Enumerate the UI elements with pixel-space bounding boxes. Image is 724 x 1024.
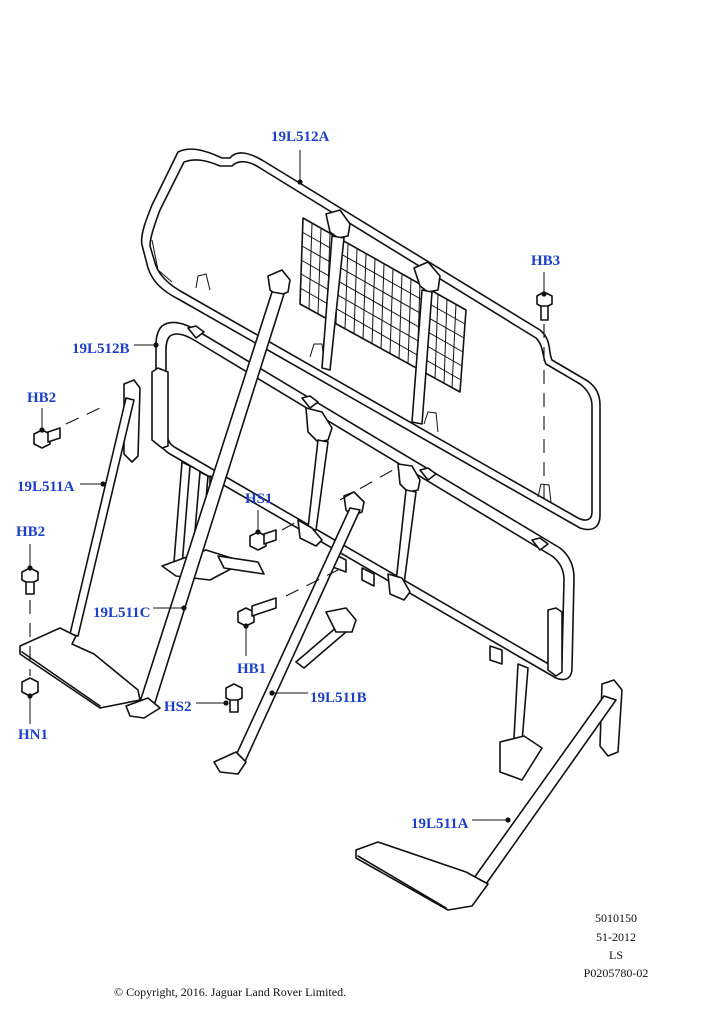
reference-code: 5010150 — [595, 911, 637, 925]
callout-HB3[interactable]: HB3 — [531, 253, 561, 269]
bolt-HB1 — [237, 597, 277, 627]
callout-19L512B[interactable]: 19L512B — [72, 341, 130, 357]
bolt-HB3 — [536, 291, 553, 321]
stay-19L511A-left — [19, 379, 141, 709]
callout-HB1[interactable]: HB1 — [237, 661, 267, 677]
screw-HS1 — [249, 529, 277, 551]
copyright-notice: © Copyright, 2016. Jaguar Land Rover Lim… — [114, 985, 347, 999]
callout-19L511B[interactable]: 19L511B — [310, 690, 367, 706]
nut-HN1 — [21, 677, 39, 697]
callout-19L511A-right[interactable]: 19L511A — [411, 816, 469, 832]
callout-HN1[interactable]: HN1 — [18, 727, 48, 743]
reference-initials: LS — [608, 948, 623, 962]
callout-19L511A-left[interactable]: 19L511A — [17, 479, 75, 495]
stay-19L511B — [213, 491, 365, 775]
guard-panel-19L512A — [140, 148, 601, 531]
callout-HB2-lower[interactable]: HB2 — [16, 524, 46, 540]
stay-19L511A-right — [355, 679, 623, 911]
callout-19L511C[interactable]: 19L511C — [93, 605, 151, 621]
callout-HB2-top[interactable]: HB2 — [27, 390, 57, 406]
reference-illustration-id: P0205780-02 — [583, 966, 649, 980]
bolt-HB2-lower — [21, 567, 39, 595]
reference-date: 51-2012 — [596, 930, 636, 944]
callout-19L512A[interactable]: 19L512A — [271, 129, 330, 145]
bolt-HB2-top — [33, 427, 61, 449]
screw-HS2 — [225, 683, 243, 713]
stay-19L511C — [125, 269, 291, 719]
callout-HS2[interactable]: HS2 — [164, 699, 192, 715]
callout-HS1[interactable]: HS1 — [245, 491, 273, 507]
assembly-lines — [29, 324, 545, 676]
callout-leaders — [27, 150, 547, 823]
